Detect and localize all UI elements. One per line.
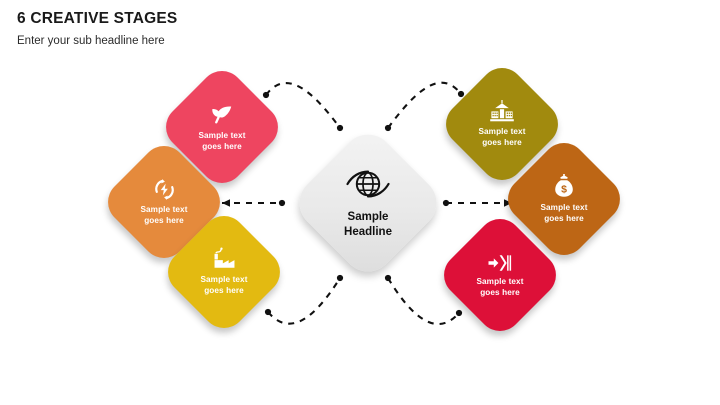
node-label: Sample text goes here (540, 202, 588, 223)
node-label: Sample text goes here (198, 130, 246, 151)
connector-dot (278, 199, 286, 207)
node-label: Sample text goes here (476, 276, 524, 297)
globe-eye-icon (345, 167, 391, 201)
center-hub-node[interactable]: Sample Headline (288, 123, 448, 283)
stage-node-olive[interactable]: Sample text goes here (436, 58, 568, 190)
node-label: Sample text goes here (140, 205, 188, 225)
recycle-energy-icon (152, 177, 177, 202)
stage-node-pink[interactable]: Sample text goes here (156, 61, 288, 193)
node-label: Sample text goes here (478, 126, 526, 147)
bank-building-icon (488, 99, 516, 124)
slide-header: 6 CREATIVE STAGES Enter your sub headlin… (17, 10, 517, 48)
connector-dot (336, 274, 344, 282)
stage-node-yellow[interactable]: Sample text goes here (158, 206, 290, 338)
money-bag-icon: $ (552, 173, 576, 200)
node-content: Sample text goes here (178, 226, 270, 318)
node-label: Sample text goes here (200, 275, 248, 295)
connector-dot (442, 199, 450, 207)
connector-yellow-center (267, 277, 341, 325)
node-content: $ Sample text goes here (518, 153, 610, 245)
node-content: Sample text goes here (456, 78, 548, 170)
stage-node-red[interactable]: Sample text goes here (434, 209, 566, 341)
connector-dot (336, 124, 344, 132)
arrow-stripes-icon (487, 252, 513, 274)
factory-icon (211, 247, 238, 272)
page-subtitle: Enter your sub headline here (17, 34, 165, 47)
leaf-icon (209, 102, 235, 128)
connector-arrowhead-left (222, 199, 230, 207)
stage-node-orange[interactable]: Sample text goes here (98, 136, 230, 268)
node-content: Sample text goes here (118, 156, 210, 248)
svg-text:$: $ (561, 183, 567, 195)
stage-node-brown[interactable]: $ Sample text goes here (498, 133, 630, 265)
node-content: Sample text goes here (454, 229, 546, 321)
center-hub-content: Sample Headline (312, 147, 424, 259)
page-title: 6 CREATIVE STAGES (17, 10, 178, 27)
connector-dot (384, 274, 392, 282)
center-hub-label: Sample Headline (344, 210, 392, 238)
connector-dot (384, 124, 392, 132)
node-content: Sample text goes here (176, 81, 268, 173)
